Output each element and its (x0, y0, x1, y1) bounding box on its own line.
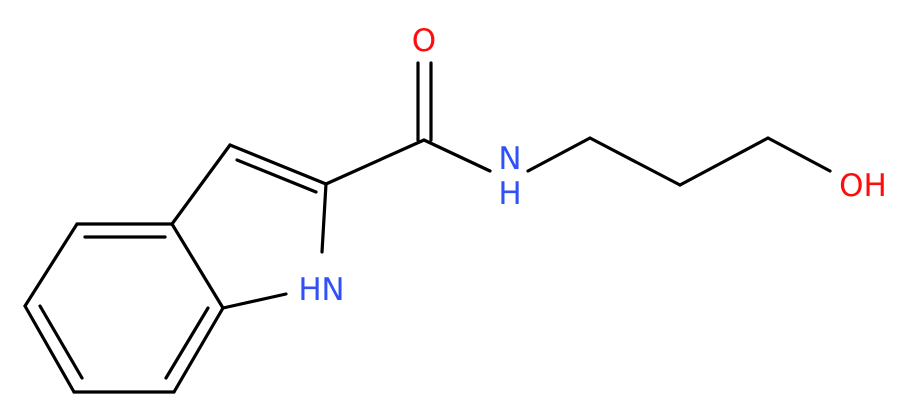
amide-nitrogen-label: N (498, 141, 521, 177)
double-bond (235, 158, 318, 194)
hydroxypropyl-chain (526, 136, 832, 187)
bond (766, 136, 832, 173)
aromatic-double-bond (164, 306, 210, 380)
bond (588, 136, 682, 187)
bond (221, 292, 288, 310)
atom-labels: O N H H N OH (298, 23, 887, 308)
bond (526, 136, 592, 173)
bond (228, 143, 328, 186)
indole-ring (23, 143, 328, 394)
carbonyl-oxygen-label: O (412, 23, 436, 59)
bond (172, 306, 225, 394)
bond (170, 222, 225, 310)
amide-hydrogen-label: H (498, 176, 521, 212)
carboxamide-group (324, 61, 492, 186)
bond (320, 182, 328, 254)
bond (678, 136, 770, 187)
bond (324, 138, 426, 186)
aromatic-double-bond (38, 304, 84, 380)
indole-nitrogen-label: N (321, 272, 344, 308)
bond (23, 304, 76, 394)
hydroxyl-label: OH (839, 168, 887, 204)
bond (170, 143, 232, 226)
indole-nh-hydrogen-label: H (298, 272, 321, 308)
bond (422, 138, 492, 173)
bond (23, 222, 79, 308)
